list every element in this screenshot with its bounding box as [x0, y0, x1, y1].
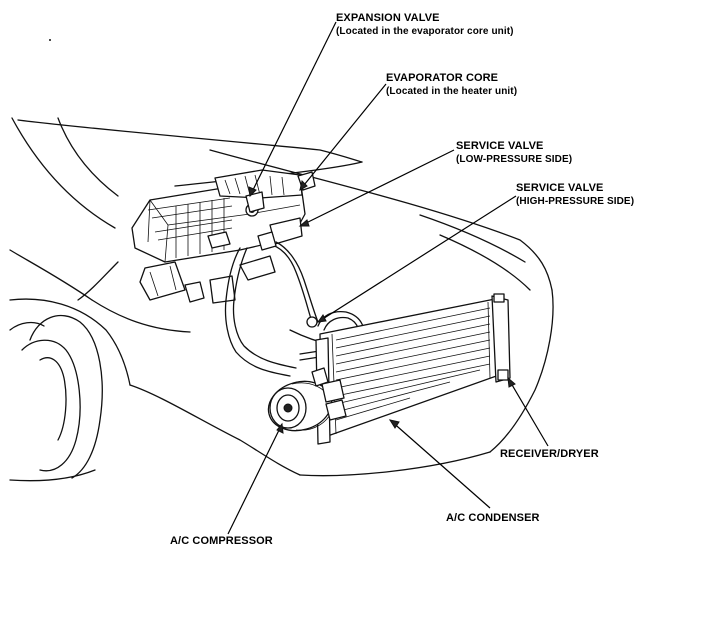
leader-ac-condenser: [389, 419, 491, 509]
label-ac-condenser: A/C CONDENSER: [446, 512, 540, 525]
leader-expansion-valve: [249, 21, 337, 197]
label-expansion-valve-title: EXPANSION VALVE: [336, 12, 440, 24]
label-receiver-dryer-title: RECEIVER/DRYER: [500, 448, 599, 460]
refrigerant-lines: [207, 231, 365, 393]
label-ac-compressor: A/C COMPRESSOR: [170, 535, 273, 548]
label-receiver-dryer: RECEIVER/DRYER: [500, 448, 599, 461]
leader-evaporator-core: [299, 83, 387, 191]
stray-dot: [49, 39, 51, 41]
leader-arrowheads: [248, 180, 516, 434]
label-ac-condenser-title: A/C CONDENSER: [446, 512, 540, 524]
leader-lines: [227, 21, 549, 535]
leader-service-valve-high: [317, 195, 517, 323]
label-service-valve-low-title: SERVICE VALVE: [456, 140, 544, 152]
label-service-valve-low: SERVICE VALVE (LOW-PRESSURE SIDE): [456, 140, 572, 166]
ac-compressor: [267, 367, 347, 432]
label-service-valve-high-sub: (HIGH-PRESSURE SIDE): [516, 196, 635, 207]
leader-receiver-dryer: [507, 377, 549, 447]
label-evaporator-core-title: EVAPORATOR CORE: [386, 72, 499, 84]
label-service-valve-high: SERVICE VALVE (HIGH-PRESSURE SIDE): [516, 182, 634, 208]
label-expansion-valve-sub: (Located in the evaporator core unit): [336, 26, 514, 37]
label-service-valve-low-sub: (LOW-PRESSURE SIDE): [456, 154, 573, 165]
leader-service-valve-low: [299, 149, 455, 227]
ac-condenser: [315, 293, 511, 445]
label-evaporator-core: EVAPORATOR CORE (Located in the heater u…: [386, 72, 517, 98]
label-service-valve-high-title: SERVICE VALVE: [516, 182, 604, 194]
leader-ac-compressor: [227, 423, 283, 535]
label-expansion-valve: EXPANSION VALVE (Located in the evaporat…: [336, 12, 514, 38]
label-ac-compressor-title: A/C COMPRESSOR: [170, 535, 273, 547]
label-evaporator-core-sub: (Located in the heater unit): [386, 86, 518, 97]
